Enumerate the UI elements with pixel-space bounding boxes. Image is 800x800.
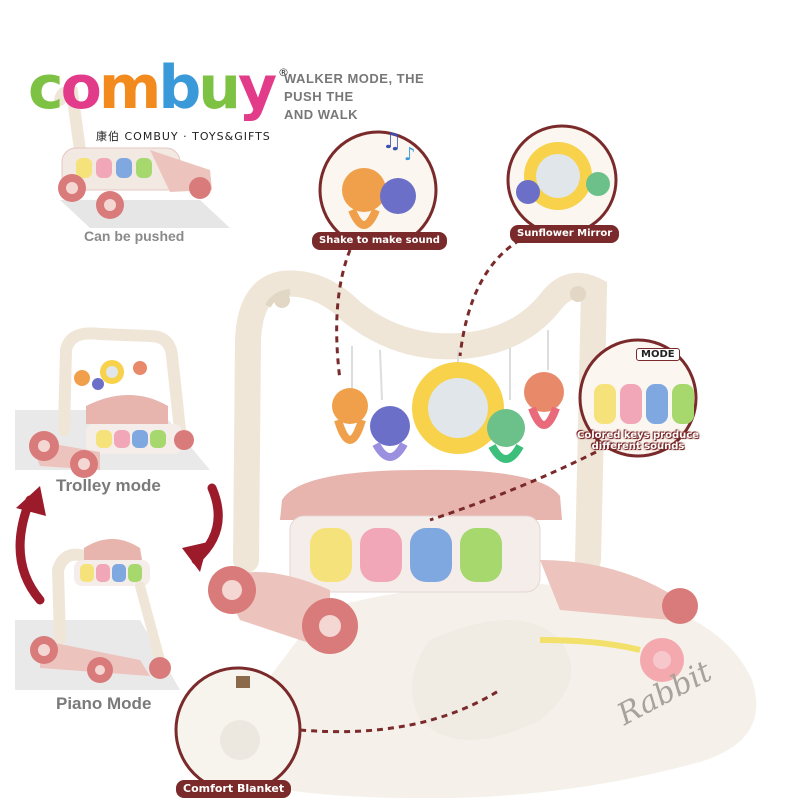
label-mirror: Sunflower Mirror (510, 225, 620, 243)
brand-subtitle: 康伯 COMBUY · TOYS&GIFTS (96, 130, 271, 143)
label-keys: Colored keys produce different sounds (573, 430, 703, 452)
logo-letter: m (98, 53, 162, 123)
label-keys-line-2: different sounds (591, 441, 685, 452)
callout-blanket (174, 666, 302, 794)
connector-shake (335, 249, 352, 381)
walker-mode-text: WALKER MODE, THE PUSH THE AND WALK (284, 70, 424, 124)
connector-mirror (458, 238, 521, 357)
connector-blanket (299, 688, 501, 734)
caption-piano-mode: Piano Mode (56, 694, 152, 713)
callout-shake: ♫ ♪ (318, 129, 438, 250)
walker-mode-line-1: WALKER MODE, THE (284, 71, 425, 86)
callout-keys (578, 338, 698, 458)
caption-trolley-mode: Trolley mode (56, 476, 161, 495)
arrow-up-head (16, 486, 46, 516)
svg-text:♪: ♪ (404, 144, 416, 165)
walker-mode-line-2: PUSH THE (284, 89, 354, 104)
play-mat (233, 583, 757, 799)
thumb-shadow-pushed (60, 200, 230, 228)
label-shake: Shake to make sound (312, 232, 447, 250)
thumb-piano-walker (30, 539, 171, 683)
logo-letter: o (60, 53, 102, 123)
thumb-trolley-walker (29, 327, 194, 478)
logo-letter: b (158, 53, 201, 123)
logo-letter: y (238, 53, 277, 123)
label-keys-line-1: Colored keys produce (577, 430, 699, 441)
svg-text:♫: ♫ (382, 129, 402, 154)
label-blanket: Comfort Blanket (176, 780, 292, 798)
main-walker (208, 270, 698, 654)
logo-letter: u (198, 53, 241, 123)
label-mode-tag: MODE (636, 348, 680, 361)
logo-letter: c (28, 53, 64, 123)
brand-logo: combuy (28, 53, 277, 123)
connector-keys (429, 450, 597, 522)
walker-mode-line-3: AND WALK (284, 107, 359, 122)
arrow-up (15, 495, 45, 605)
callout-mirror (506, 124, 618, 236)
caption-can-be-pushed: Can be pushed (84, 228, 185, 244)
thumb-pushed-walker (54, 85, 212, 219)
registered-mark: ® (278, 66, 289, 79)
arrow-down-head (182, 542, 208, 572)
